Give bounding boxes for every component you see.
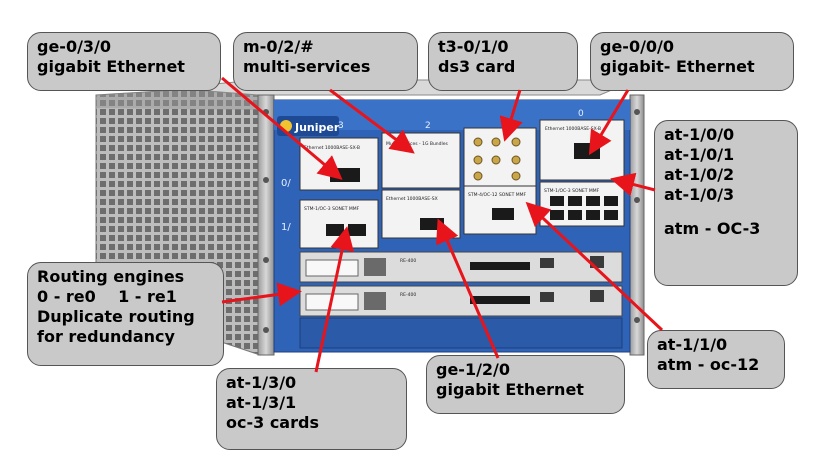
callout-t3-0-1-0-line1: t3-0/1/0 [438,37,509,56]
callout-routing-engines: Routing engines 0 - re0 1 - re1 Duplicat… [27,262,224,366]
juniper-logo: Juniper [277,116,340,136]
callout-t3-0-1-0-line2: ds3 card [438,57,516,76]
svg-text:STM-4/OC-12 SONET MMF: STM-4/OC-12 SONET MMF [468,192,527,198]
svg-text:Ethernet 1000BASE-SX-B: Ethernet 1000BASE-SX-B [304,145,360,151]
callout-at-1-3-line3: oc-3 cards [226,413,319,432]
brand-text: Juniper [294,121,340,134]
callout-m-0-2: m-0/2/# multi-services [233,32,418,91]
callout-ge-0-3-0-line1: ge-0/3/0 [37,37,112,56]
callout-at-1-0-line5: atm - OC-3 [664,219,761,238]
arrow-t3-0-1-0 [499,89,523,142]
callout-at-1-3-line1: at-1/3/0 [226,373,297,392]
callout-ge-0-0-0-line2: gigabit- Ethernet [600,57,755,76]
callout-at-1-1-0: at-1/1/0 atm - oc-12 [647,330,785,389]
pic-at-1-1-0: STM-4/OC-12 SONET MMF [463,185,537,235]
row-number-1: 1/ [281,222,291,233]
arrow-at-1-3 [314,226,354,373]
callout-at-1-0-line1: at-1/0/0 [664,125,735,144]
callout-ge-1-2-0-line2: gigabit Ethernet [436,380,584,399]
row-number-0: 0/ [281,178,291,189]
callout-at-1-0-line2: at-1/0/1 [664,145,735,164]
arrow-m-0-2 [329,88,415,154]
callout-at-1-0: at-1/0/0 at-1/0/1 at-1/0/2 at-1/0/3 atm … [654,120,798,286]
callout-at-1-1-0-line2: atm - oc-12 [657,355,760,374]
callout-ge-0-0-0-line1: ge-0/0/0 [600,37,675,56]
callout-routing-line3: Duplicate routing [37,307,195,326]
arrow-ge-0-3-0 [221,76,343,180]
slot-number-2: 2 [425,121,431,131]
slot-number-0: 0 [578,109,584,119]
callout-at-1-0-line3: at-1/0/2 [664,165,735,184]
callout-routing-line2: 0 - re0 1 - re1 [37,287,177,306]
callout-routing-line4: for redundancy [37,327,175,346]
callout-ge-0-3-0: ge-0/3/0 gigabit Ethernet [27,32,221,91]
arrow-at-1-1-0 [525,201,664,332]
arrow-ge-0-0-0 [588,89,630,156]
callout-at-1-0-line4: at-1/0/3 [664,185,735,204]
routing-engine-re1: RE-400 [299,285,623,317]
callout-ge-0-3-0-line2: gigabit Ethernet [37,57,185,76]
svg-text:STM-1/OC-3 SONET MMF: STM-1/OC-3 SONET MMF [544,188,600,194]
callout-routing-line1: Routing engines [37,267,185,286]
arrow-ge-1-2-0 [436,218,500,359]
svg-text:Ethernet 1000BASE-SX: Ethernet 1000BASE-SX [386,196,438,202]
callout-at-1-3: at-1/3/0 at-1/3/1 oc-3 cards [216,368,407,450]
callout-at-1-1-0-line1: at-1/1/0 [657,335,728,354]
callout-ge-1-2-0: ge-1/2/0 gigabit Ethernet [426,355,625,414]
svg-text:Multi-Services - 1G Bundles: Multi-Services - 1G Bundles [386,141,449,147]
callout-at-1-3-line2: at-1/3/1 [226,393,297,412]
callout-t3-0-1-0: t3-0/1/0 ds3 card [428,32,578,91]
slot-number-3: 3 [338,121,344,131]
arrow-routing-engines [221,282,302,307]
svg-text:STM-1/OC-3 SONET MMF: STM-1/OC-3 SONET MMF [304,206,360,212]
svg-text:RE-400: RE-400 [400,292,416,298]
svg-text:Ethernet 1000BASE-SX-B: Ethernet 1000BASE-SX-B [545,126,601,132]
pic-at-1-0: STM-1/OC-3 SONET MMF [539,181,625,227]
callout-ge-0-0-0: ge-0/0/0 gigabit- Ethernet [590,32,794,91]
arrow-at-1-0 [610,172,656,197]
callout-m-0-2-line1: m-0/2/# [243,37,314,56]
callout-ge-1-2-0-line1: ge-1/2/0 [436,360,511,379]
callout-m-0-2-line2: multi-services [243,57,371,76]
svg-text:RE-400: RE-400 [400,258,416,264]
